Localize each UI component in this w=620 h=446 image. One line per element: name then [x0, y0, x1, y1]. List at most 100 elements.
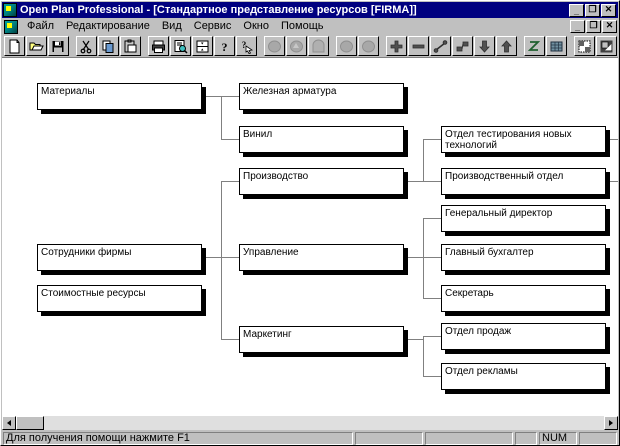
- diagram-node-marketing[interactable]: Маркетинг: [239, 326, 404, 353]
- plus-icon[interactable]: [386, 36, 407, 56]
- connector-line: [423, 298, 441, 299]
- close-button[interactable]: ✕: [601, 4, 616, 17]
- node-label: Отдел тестирования новых технологий: [445, 129, 605, 151]
- diagram-node-generalnyy-direktor[interactable]: Генеральный директор: [441, 205, 606, 232]
- minimize-icon: _: [570, 6, 583, 17]
- connector-line: [221, 139, 239, 140]
- connector-line: [610, 181, 618, 182]
- status-bar: Для получения помощи нажмите F1 NUM: [2, 431, 618, 445]
- mdi-close-icon: ✕: [603, 20, 616, 31]
- mdi-restore-button[interactable]: ❐: [586, 20, 601, 33]
- zigzag-icon[interactable]: [524, 36, 545, 56]
- diagram-node-materialy[interactable]: Материалы: [37, 83, 202, 110]
- minus-icon[interactable]: [408, 36, 429, 56]
- connector-line: [423, 376, 441, 377]
- connector-line: [423, 218, 424, 298]
- scroll-right-arrow[interactable]: [604, 416, 618, 430]
- connector-line: [423, 257, 441, 258]
- document-icon[interactable]: [4, 20, 18, 34]
- copy-pages-icon[interactable]: [98, 36, 119, 56]
- horizontal-scrollbar[interactable]: [2, 416, 618, 430]
- menu-item-help[interactable]: Помощь: [275, 19, 330, 34]
- toolbar: ? ?: [2, 35, 618, 58]
- layout-icon[interactable]: [574, 36, 595, 56]
- menu-item-window[interactable]: Окно: [237, 19, 275, 34]
- diagram-node-sekretar[interactable]: Секретарь: [441, 285, 606, 312]
- menu-item-service[interactable]: Сервис: [188, 19, 238, 34]
- node-label: Железная арматура: [243, 86, 403, 97]
- cut-scissors-icon[interactable]: [76, 36, 97, 56]
- scroll-left-arrow[interactable]: [2, 416, 16, 430]
- fit-window-icon[interactable]: [596, 36, 617, 56]
- diagram-node-otdel-testirovaniya[interactable]: Отдел тестирования новых технологий: [441, 126, 606, 153]
- save-disk-icon[interactable]: [48, 36, 69, 56]
- diagram-node-sotrudniki-firmy[interactable]: Сотрудники фирмы: [37, 244, 202, 271]
- grid-table-icon[interactable]: [546, 36, 567, 56]
- close-icon: ✕: [602, 4, 615, 15]
- menu-item-window-label: Окно: [243, 20, 269, 32]
- ellipse-pattern-icon[interactable]: [286, 36, 307, 56]
- connector-line: [221, 257, 239, 258]
- app-icon[interactable]: [3, 3, 17, 17]
- steps-icon[interactable]: [452, 36, 473, 56]
- left-arrow-icon: [7, 420, 11, 426]
- diagram-node-upravlenie[interactable]: Управление: [239, 244, 404, 271]
- sort-icon[interactable]: [192, 36, 213, 56]
- open-folder-icon[interactable]: [26, 36, 47, 56]
- diagram-node-armatura[interactable]: Железная арматура: [239, 83, 404, 110]
- mdi-minimize-icon: _: [571, 22, 584, 33]
- restore-button[interactable]: ❐: [585, 4, 600, 17]
- ellipse-filled-icon[interactable]: [264, 36, 285, 56]
- mdi-close-button[interactable]: ✕: [602, 20, 617, 33]
- diagram-node-otdel-reklamy[interactable]: Отдел рекламы: [441, 363, 606, 390]
- context-help-icon[interactable]: ?: [236, 36, 257, 56]
- connector-line: [610, 139, 618, 140]
- diagram-node-proizvodstvo[interactable]: Производство: [239, 168, 404, 195]
- arrow-up-icon[interactable]: [496, 36, 517, 56]
- rounded-shape-icon[interactable]: [308, 36, 329, 56]
- node-label: Сотрудники фирмы: [41, 247, 201, 258]
- menu-item-service-label: Сервис: [194, 20, 232, 32]
- minimize-button[interactable]: _: [569, 4, 584, 17]
- connector-line: [221, 96, 222, 139]
- restore-icon: ❐: [586, 4, 599, 15]
- scroll-thumb[interactable]: [16, 416, 44, 430]
- node-label: Винил: [243, 129, 403, 140]
- print-icon[interactable]: [148, 36, 169, 56]
- connector-line: [423, 336, 424, 376]
- node-label: Отдел продаж: [445, 326, 605, 337]
- menu-item-file-label: Файл: [27, 20, 54, 32]
- svg-text:?: ?: [242, 40, 247, 50]
- scroll-track[interactable]: [16, 416, 604, 430]
- link-icon[interactable]: [430, 36, 451, 56]
- svg-text:?: ?: [222, 40, 228, 54]
- diagram-node-vinil[interactable]: Винил: [239, 126, 404, 153]
- menu-item-file[interactable]: Файл: [21, 19, 60, 34]
- resource-breakdown-diagram: Материалы Железная арматура Винил Отдел …: [2, 58, 618, 416]
- diagram-node-proizvodstvennyy-otdel[interactable]: Производственный отдел: [441, 168, 606, 195]
- diagram-node-otdel-prodazh[interactable]: Отдел продаж: [441, 323, 606, 350]
- paste-clipboard-icon[interactable]: [120, 36, 141, 56]
- new-file-icon[interactable]: [4, 36, 25, 56]
- help-question-icon[interactable]: ?: [214, 36, 235, 56]
- connector-line: [423, 139, 424, 181]
- diagram-client-area[interactable]: Материалы Железная арматура Винил Отдел …: [2, 58, 618, 416]
- mdi-minimize-button[interactable]: _: [570, 20, 585, 33]
- print-preview-icon[interactable]: [170, 36, 191, 56]
- menu-item-view[interactable]: Вид: [156, 19, 188, 34]
- diagram-node-stoimostnye-resursy[interactable]: Стоимостные ресурсы: [37, 285, 202, 312]
- connector-line: [408, 339, 423, 340]
- connector-line: [206, 96, 221, 97]
- arrow-down-icon[interactable]: [474, 36, 495, 56]
- node-label: Управление: [243, 247, 403, 258]
- diagram-node-glavnyy-buhgalter[interactable]: Главный бухгалтер: [441, 244, 606, 271]
- circle-grey-2-icon[interactable]: [358, 36, 379, 56]
- connector-line: [221, 181, 222, 339]
- circle-grey-icon[interactable]: [336, 36, 357, 56]
- menu-item-view-label: Вид: [162, 20, 182, 32]
- node-label: Главный бухгалтер: [445, 247, 605, 258]
- right-arrow-icon: [609, 420, 613, 426]
- menu-item-edit[interactable]: Редактирование: [60, 19, 156, 34]
- connector-line: [423, 218, 441, 219]
